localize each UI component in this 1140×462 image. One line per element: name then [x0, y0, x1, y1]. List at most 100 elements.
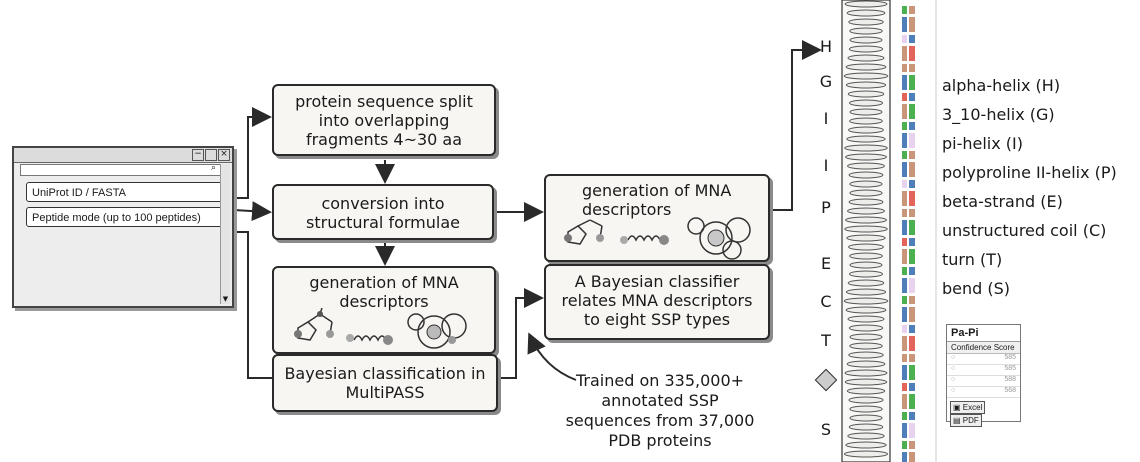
ssp-letter: G	[819, 72, 833, 91]
helix-rung	[849, 27, 883, 35]
ssp-bar	[909, 209, 915, 217]
split-step-box: protein sequence split into overlapping …	[272, 84, 496, 156]
search-icon[interactable]: ⌕	[211, 163, 217, 173]
ssp-bar	[909, 365, 915, 380]
ssp-bar	[909, 249, 915, 264]
helix-rung	[846, 387, 886, 395]
molecule-sketch-icon	[294, 308, 467, 349]
ssp-bar	[909, 191, 915, 206]
papi-subtitle: Confidence Score	[947, 342, 1020, 354]
ssp-bar	[909, 220, 915, 235]
ssp-bar	[902, 35, 907, 43]
scroll-down-icon[interactable]: ▼	[222, 295, 229, 303]
helix-rung	[844, 369, 888, 377]
legend-item: bend (S)	[942, 279, 1011, 298]
ssp-bar	[909, 354, 915, 362]
ssp-bar	[902, 441, 907, 449]
legend-item: unstructured coil (C)	[942, 221, 1107, 240]
conversion-step-box: conversion into structural formulae	[272, 184, 494, 240]
ssp-letter: P	[821, 198, 831, 217]
ssp-bar	[902, 133, 907, 148]
ssp-bar	[909, 325, 915, 333]
bayes-left-text: Bayesian classification in MultiPASS	[284, 364, 486, 402]
ssp-bar	[909, 35, 915, 43]
window-maximize-icon[interactable]	[205, 149, 217, 161]
ssp-bar	[909, 133, 915, 148]
pdf-button[interactable]: ▤ PDF	[950, 414, 982, 427]
helix-rung	[848, 351, 884, 359]
classifier-box: A Bayesian classifier relates MNA descri…	[544, 264, 770, 340]
helix-rung	[847, 207, 885, 215]
helix-rung	[843, 297, 889, 305]
mna-right-box: generation of MNA descriptors	[544, 174, 770, 262]
ssp-bar	[909, 17, 915, 32]
ssp-bar	[902, 365, 907, 380]
ssp-letter: E	[820, 254, 832, 273]
helix-rung	[845, 216, 887, 224]
ssp-bar	[909, 278, 915, 293]
helix-rung	[846, 135, 886, 143]
helix-rung	[847, 90, 885, 98]
helix-rung	[848, 18, 884, 26]
ssp-bar	[902, 423, 907, 438]
ssp-bar	[902, 383, 907, 391]
classifier-text: A Bayesian classifier relates MNA descri…	[561, 272, 753, 329]
window-minimize-icon[interactable]: −	[192, 149, 204, 161]
window-scrollbar[interactable]	[220, 164, 230, 304]
ssp-bar	[909, 6, 915, 14]
helix-rung	[845, 306, 887, 314]
ssp-bar	[909, 151, 915, 159]
helix-rung	[848, 396, 884, 404]
ssp-bar	[902, 307, 907, 322]
ssp-bar	[902, 17, 907, 32]
helix-rung	[846, 234, 886, 242]
split-step-text: protein sequence split into overlapping …	[295, 92, 473, 149]
excel-button[interactable]: ▣ Excel	[950, 401, 986, 414]
helix-rung	[849, 36, 883, 44]
ssp-bar	[909, 180, 915, 188]
legend-item: 3_10-helix (G)	[942, 105, 1055, 124]
ssp-bar	[902, 122, 907, 130]
helix-rung	[845, 63, 887, 71]
ssp-letter: I	[823, 109, 829, 128]
helix-rung	[847, 432, 885, 440]
mna-left-text: generation of MNA descriptors	[309, 273, 459, 311]
ssp-bar	[909, 394, 915, 409]
ssp-bar	[909, 441, 915, 449]
window-close-icon[interactable]: ×	[218, 149, 230, 161]
helix-rung	[843, 450, 889, 458]
papi-row: ○568	[947, 387, 1020, 398]
helix-rung	[848, 243, 884, 251]
helix-rung	[847, 54, 885, 62]
helix-rung	[846, 9, 886, 17]
ssp-bar	[909, 267, 915, 275]
ssp-bar	[902, 46, 907, 61]
helix-rung	[849, 108, 883, 116]
helix-rung	[844, 144, 888, 152]
ssp-bar	[909, 423, 915, 438]
ssp-bar	[909, 64, 915, 72]
ssp-bar	[909, 452, 915, 462]
peptide-mode-input[interactable]: Peptide mode (up to 100 peptides)	[26, 207, 224, 227]
ssp-bar	[902, 104, 907, 119]
helix-rung	[843, 72, 889, 80]
helix-rung	[849, 189, 883, 197]
ssp-bar	[902, 336, 907, 351]
ssp-bar	[902, 354, 907, 362]
ssp-bar	[902, 325, 907, 333]
uniprot-input[interactable]: UniProt ID / FASTA	[26, 182, 224, 202]
ssp-bar	[909, 412, 915, 420]
ssp-bar	[909, 336, 915, 351]
ssp-bar	[902, 452, 907, 462]
helix-rung	[849, 342, 883, 350]
papi-row: ○588	[947, 376, 1020, 387]
ssp-bar	[902, 267, 907, 275]
ssp-bar	[902, 162, 907, 177]
ssp-bar	[902, 180, 907, 188]
helix-rung	[844, 225, 888, 233]
search-bar[interactable]	[20, 164, 222, 176]
papi-title: Pa-Pi	[947, 325, 1020, 342]
legend-item: polyproline II-helix (P)	[942, 163, 1117, 182]
ssp-bar	[909, 46, 915, 61]
helix-rung	[847, 315, 885, 323]
